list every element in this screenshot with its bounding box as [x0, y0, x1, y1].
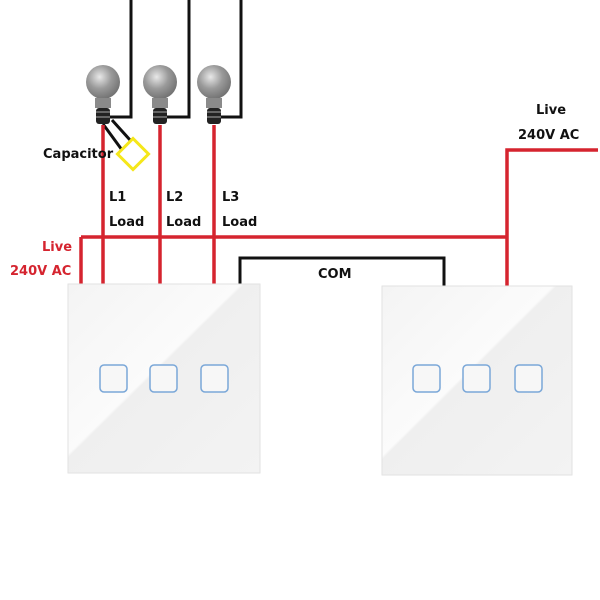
l2-label: L2 [166, 190, 184, 205]
touch-button-1[interactable] [99, 364, 128, 393]
live-in-right [505, 148, 598, 286]
capacitor-lead-1 [101, 123, 124, 151]
switch-panel-left [67, 283, 261, 474]
voltage-label-left: 240V AC [10, 264, 72, 279]
bulb-l1 [86, 65, 120, 124]
touch-button-3[interactable] [200, 364, 229, 393]
com-wire [238, 256, 446, 286]
touch-button-2[interactable] [149, 364, 178, 393]
l1-label: L1 [109, 190, 127, 205]
l3-label: L3 [222, 190, 240, 205]
neutral-wires [101, 0, 446, 286]
touch-button-2[interactable] [462, 364, 491, 393]
live-wires [79, 125, 598, 286]
capacitor-label: Capacitor [43, 147, 114, 162]
neutral-wire-2 [166, 0, 191, 119]
bulb-l3 [197, 65, 231, 124]
voltage-label-right: 240V AC [518, 128, 580, 143]
neutral-wire-3 [220, 0, 243, 119]
l3-load-label: Load [222, 215, 258, 230]
live-label-right: Live [536, 103, 567, 118]
capacitor-symbol [115, 136, 151, 172]
capacitor-lead-2 [110, 118, 132, 142]
com-label: COM [318, 267, 352, 282]
switch-panel-right [381, 285, 573, 476]
bulb-l2 [143, 65, 177, 124]
l1-load-label: Load [109, 215, 145, 230]
l2-load-label: Load [166, 215, 202, 230]
touch-button-1[interactable] [412, 364, 441, 393]
touch-button-3[interactable] [514, 364, 543, 393]
neutral-wire-1 [110, 0, 133, 119]
live-label-left: Live [42, 240, 73, 255]
